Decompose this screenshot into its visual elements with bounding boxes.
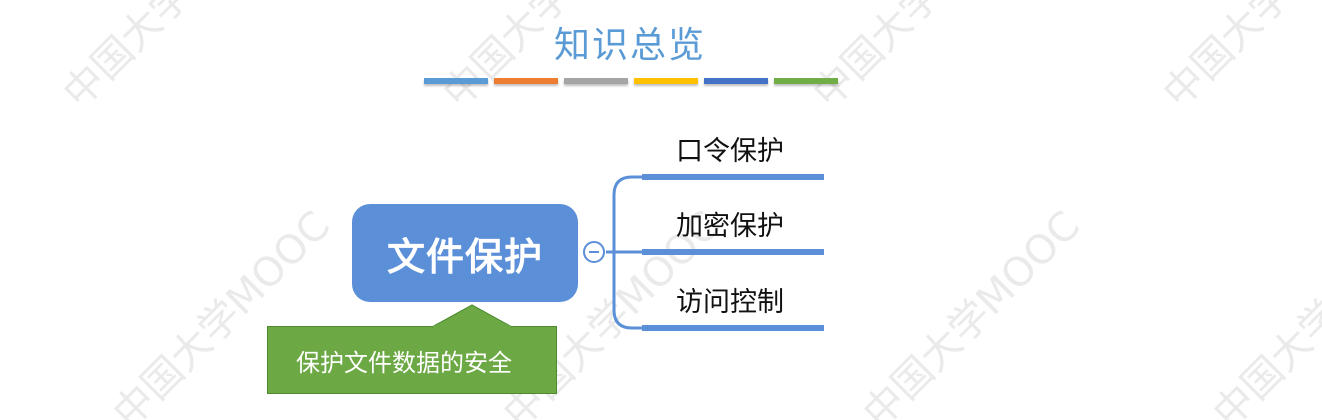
- branch-underline: [642, 174, 824, 180]
- callout-note[interactable]: 保护文件数据的安全: [267, 326, 557, 394]
- branch-node-password[interactable]: 口令保护: [642, 136, 824, 180]
- color-bar-3: [634, 78, 698, 84]
- branch-label: 加密保护: [676, 211, 784, 242]
- color-bar-strip: [424, 78, 838, 84]
- color-bar-0: [424, 78, 488, 84]
- color-bar-2: [564, 78, 628, 84]
- branch-label: 口令保护: [676, 136, 784, 167]
- callout-text: 保护文件数据的安全: [296, 348, 512, 377]
- center-node-label: 文件保护: [386, 234, 543, 279]
- center-node[interactable]: 文件保护: [352, 204, 578, 302]
- branch-underline: [642, 325, 824, 331]
- color-bar-5: [774, 78, 838, 84]
- color-bar-1: [494, 78, 558, 84]
- color-bar-4: [704, 78, 768, 84]
- collapse-toggle-icon[interactable]: [583, 241, 605, 263]
- branch-node-encryption[interactable]: 加密保护: [642, 211, 824, 255]
- branch-label: 访问控制: [676, 287, 784, 318]
- branch-underline: [642, 249, 824, 255]
- branch-node-access-control[interactable]: 访问控制: [642, 287, 824, 331]
- page-title: 知识总览: [553, 25, 706, 66]
